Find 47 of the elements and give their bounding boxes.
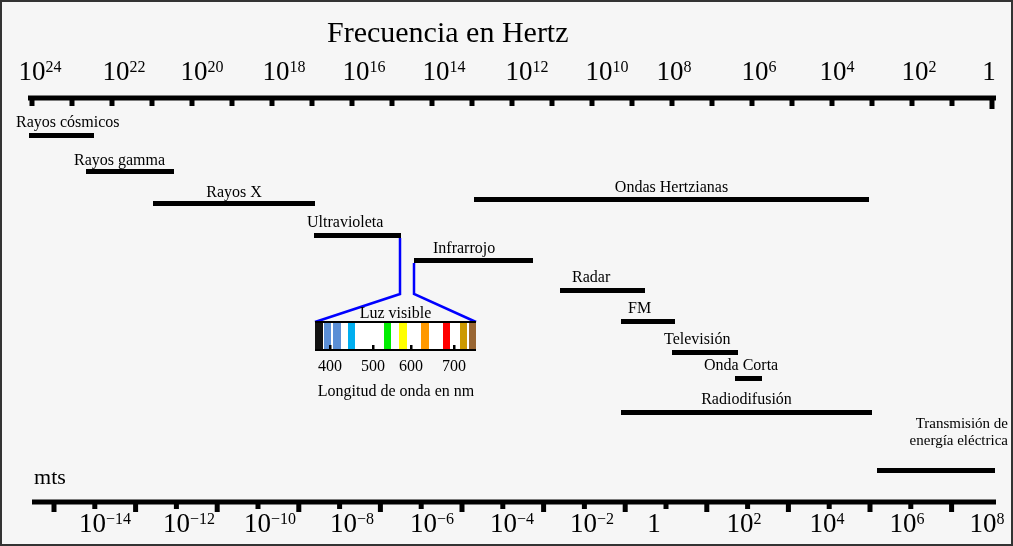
wavelength-value: 600 [399, 357, 423, 375]
scale-value: 1 [982, 58, 996, 85]
scale-value: 10$^{−4}$ [490, 510, 534, 537]
scale-value: 10$^{−6}$ [410, 510, 454, 537]
scale-value: 10$^{−10}$ [244, 510, 296, 537]
chart-title: Frecuencia en Hertz [327, 14, 569, 50]
scale-value: 10$^{4}$ [809, 510, 845, 537]
band-label: FM [628, 298, 652, 317]
scale-value: 10$^{16}$ [342, 58, 386, 85]
band-label: Radar [572, 267, 611, 286]
scale-value: 10$^{8}$ [969, 510, 1005, 537]
band-label: Radiodifusión [700, 389, 793, 408]
band-label: Transmisión de energía eléctrica [908, 415, 1008, 449]
band-label: Rayos X [205, 182, 263, 201]
wavelength-value: 500 [361, 357, 385, 375]
scale-value: 10$^{−14}$ [79, 510, 131, 537]
scale-value: 10$^{6}$ [741, 58, 777, 85]
scale-value: 10$^{22}$ [102, 58, 146, 85]
band-label: Ondas Hertzianas [613, 177, 730, 196]
scale-value: 10$^{2}$ [901, 58, 937, 85]
wavelength-value: 700 [442, 357, 466, 375]
scale-value: 10$^{6}$ [889, 510, 925, 537]
unit-label: mts [34, 466, 66, 488]
axis-title: Longitud de onda en nm [317, 382, 475, 400]
scale-value: 10$^{10}$ [585, 58, 629, 85]
scale-value: 10$^{20}$ [180, 58, 224, 85]
scale-value: 10$^{14}$ [422, 58, 466, 85]
scale-value: 10$^{−12}$ [163, 510, 215, 537]
scale-value: 10$^{18}$ [262, 58, 306, 85]
band-label: Rayos gamma [74, 150, 166, 169]
band-label: Rayos cósmicos [16, 112, 120, 131]
band-label: Televisión [664, 329, 731, 348]
scale-value: 10$^{−2}$ [570, 510, 614, 537]
zoom-line [314, 238, 402, 324]
scale-value: 10$^{4}$ [819, 58, 855, 85]
scale-value: 10$^{24}$ [18, 58, 62, 85]
scale-value: 1 [647, 510, 661, 537]
wavelength-value: 400 [318, 357, 342, 375]
scale-value: 10$^{8}$ [656, 58, 692, 85]
scale-value: 10$^{−8}$ [330, 510, 374, 537]
band-label: Onda Corta [704, 355, 779, 374]
band-label: Luz visible [358, 304, 433, 322]
band-label: Ultravioleta [307, 212, 384, 231]
band-label: Infrarrojo [433, 238, 496, 257]
scale-value: 10$^{12}$ [505, 58, 549, 85]
zoom-line [412, 263, 477, 324]
scale-value: 10$^{2}$ [726, 510, 762, 537]
